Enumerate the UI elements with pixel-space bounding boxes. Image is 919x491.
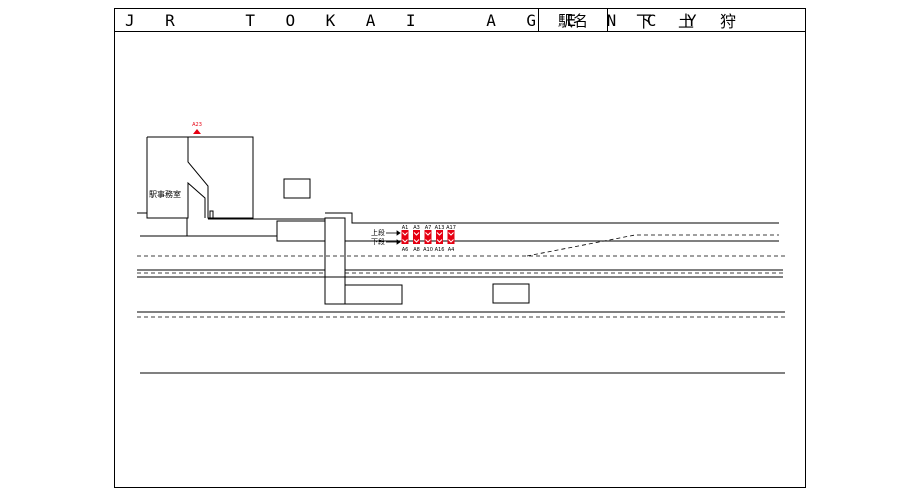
upper-code-label: A17 [446, 225, 456, 231]
lower-code-label: A10 [423, 247, 433, 253]
sign-marker-icon [413, 230, 420, 244]
exit-label: A23 [192, 122, 202, 128]
chevron-down-icon [425, 232, 431, 236]
chevron-down-icon [413, 239, 420, 243]
lower-arrow-icon [396, 239, 401, 245]
upper-arrow-icon [396, 230, 401, 236]
station-office-wall [146, 137, 206, 219]
stair-box [344, 284, 403, 305]
chevron-down-icon [425, 239, 431, 243]
lower-code-label: A6 [402, 247, 409, 253]
upper-code-label: A1 [402, 225, 409, 231]
waiting-box [492, 283, 530, 304]
lower-code-label: A16 [435, 247, 445, 253]
exit-marker-icon [193, 129, 201, 134]
chevron-down-icon [413, 232, 420, 236]
sign-marker-icon [401, 230, 409, 244]
dashed-siding [526, 234, 779, 257]
upper-code-label: A13 [435, 225, 445, 231]
agency-cell: JR TOKAI AGENCY [115, 9, 697, 31]
chevron-down-icon [436, 239, 443, 243]
lower-code-label: A4 [448, 247, 455, 253]
station-name: 下土狩 [636, 12, 763, 31]
sign-marker-icon [436, 230, 443, 244]
platform-upper-edge [137, 212, 779, 224]
chevron-down-icon [448, 232, 454, 236]
shelter-box [283, 178, 311, 199]
footbridge [324, 217, 346, 305]
drawing-frame [114, 31, 806, 488]
office-label: 駅事務室 [149, 189, 181, 199]
chevron-down-icon [402, 239, 408, 243]
platform-lower-edge [140, 218, 277, 237]
sign-marker-icon [447, 230, 455, 244]
upper-level-label: 上段 [371, 228, 385, 237]
lower-code-label: A8 [413, 247, 420, 253]
chevron-down-icon [436, 232, 443, 236]
title-block-header: JR TOKAI AGENCY 駅名 下土狩 [114, 8, 806, 32]
bridge-stair-left [276, 220, 326, 242]
upper-code-label: A7 [425, 225, 432, 231]
lower-level-label: 下段 [371, 237, 385, 246]
station-label-cell: 駅名 [539, 9, 608, 31]
station-office-building [147, 136, 254, 219]
station-label: 駅名 [557, 11, 588, 30]
chevron-down-icon [448, 239, 454, 243]
agency-name: JR TOKAI AGENCY [125, 10, 727, 30]
upper-code-label: A3 [413, 225, 420, 231]
chevron-down-icon [402, 232, 408, 236]
sign-marker-icon [424, 230, 432, 244]
station-name-cell: 下土狩 [608, 9, 805, 31]
